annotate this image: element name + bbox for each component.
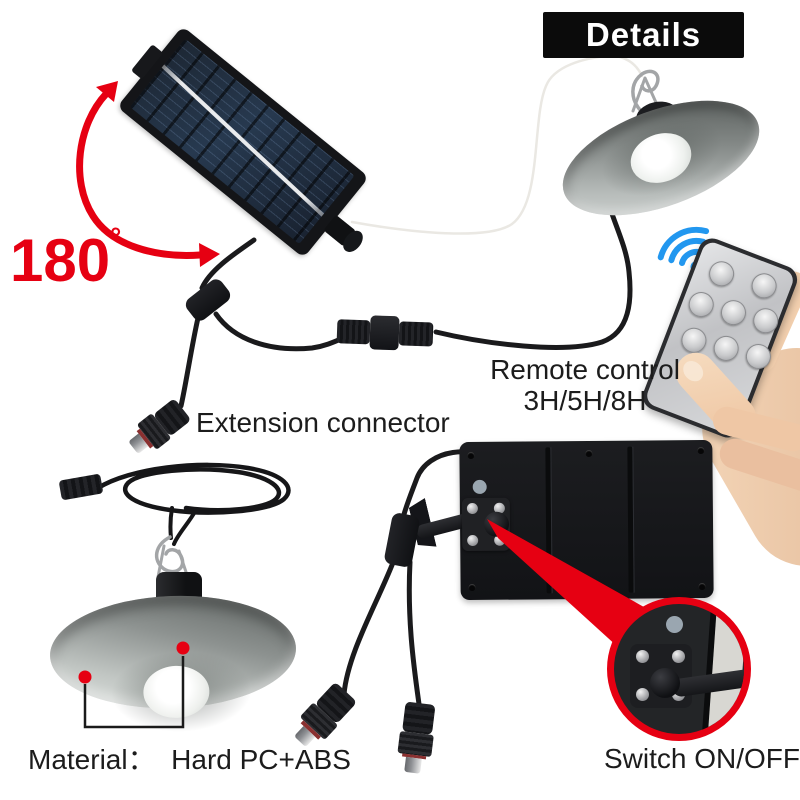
extension-cable: [178, 315, 201, 409]
plug-body: [402, 701, 436, 736]
panel-groove: [545, 447, 552, 594]
remote-control-label: Remote control 3H/5H/8H: [455, 354, 715, 416]
coupling-end: [336, 319, 371, 345]
coil-strand-1: [168, 506, 174, 540]
solar-panel-back: [459, 439, 714, 601]
splitter-cable-right: [406, 559, 422, 707]
remote-button: [747, 269, 781, 302]
panel-groove: [627, 446, 634, 593]
switch-zoom-inset: [607, 597, 751, 741]
degree-symbol: °: [110, 222, 122, 253]
bracket-screw: [672, 650, 685, 663]
panel-screw: [585, 449, 593, 458]
bracket-screw: [466, 502, 478, 515]
remote-button: [705, 257, 738, 290]
solar-cells: [129, 38, 355, 245]
rotation-arrowhead-top: [96, 81, 118, 102]
inline-coupling: [336, 315, 442, 351]
coil-strand-2: [172, 508, 198, 546]
coil-end-connector: [58, 473, 104, 501]
plug-metal-tip: [404, 757, 422, 774]
solar-cell-highlight: [145, 50, 340, 232]
dc-plug-right: [396, 701, 436, 780]
panel-screw: [467, 451, 475, 460]
splitter-junction: [383, 511, 421, 569]
details-tab-label: Details: [585, 16, 702, 53]
extension-connector-label: Extension connector: [196, 407, 450, 438]
remote-button: [685, 288, 718, 321]
remote-button: [717, 296, 750, 329]
coiled-cable: [95, 462, 291, 515]
bracket-screw: [636, 688, 649, 701]
pendant-lamp-bottom: [48, 560, 308, 760]
material-label: Material： Hard PC+ABS: [28, 744, 351, 775]
panel-screw: [697, 446, 705, 455]
bracket-screw: [636, 650, 649, 663]
splitter-cable-left: [341, 557, 397, 697]
cable-junction: [182, 276, 234, 324]
remote-label-line2: 3H/5H/8H: [523, 385, 647, 416]
onoff-switch-button: [472, 479, 487, 494]
panel-screw: [698, 582, 706, 591]
remote-label-line1: Remote control: [490, 354, 680, 385]
solar-panel-front: [117, 26, 369, 258]
rotation-value: 180: [10, 227, 111, 294]
panel-mount-knob: [323, 214, 357, 247]
lamp-shade: [48, 591, 298, 735]
bracket-ball-zoomed: [650, 668, 680, 698]
panel-screw: [468, 583, 476, 592]
bracket-screw: [467, 534, 479, 547]
onoff-switch-button-zoomed: [666, 616, 683, 633]
remote-button: [749, 304, 782, 337]
mid-cable: [213, 311, 351, 352]
pendant-lamp-top: [547, 58, 775, 243]
coupling-ring: [369, 315, 400, 351]
switch-label: Switch ON/OFF: [604, 743, 800, 774]
bracket-ball-joint: [483, 511, 510, 537]
extension-connector-plug: [121, 398, 192, 462]
coupling-end: [398, 321, 434, 347]
rotation-arrowhead-bottom: [199, 243, 220, 267]
details-tab: Details: [543, 12, 744, 58]
rotation-label: 180°: [10, 208, 121, 291]
